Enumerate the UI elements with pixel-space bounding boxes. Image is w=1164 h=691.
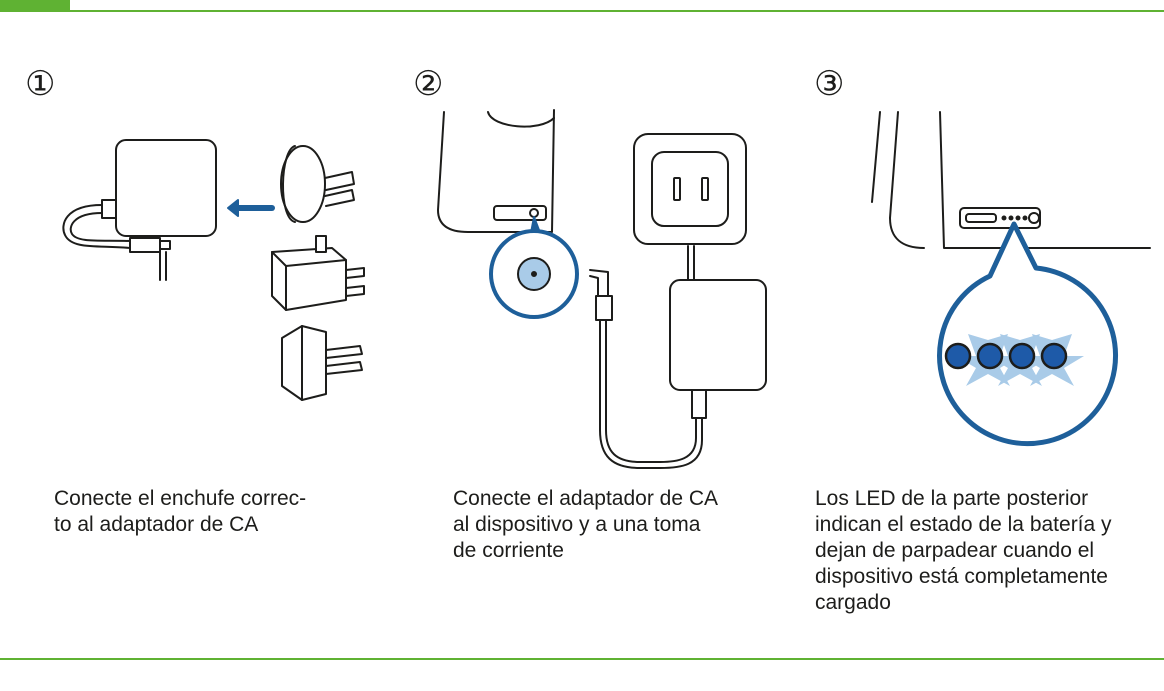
ac-adapter-icon xyxy=(669,279,767,391)
caption-line: dejan de parpadear cuando el xyxy=(815,539,1095,562)
caption-line: cargado xyxy=(815,591,891,614)
caption-line: Conecte el adaptador de CA xyxy=(453,487,719,510)
plug-adapter-icon xyxy=(281,325,363,401)
step-3-illustration xyxy=(871,111,1151,447)
caption-line: to al adaptador de CA xyxy=(54,513,259,536)
caption-line: Conecte el enchufe correc- xyxy=(54,487,307,510)
bottom-rule xyxy=(0,658,1164,660)
step-1-caption: Conecte el enchufe correc- to al adaptad… xyxy=(54,486,404,538)
wall-outlet-icon xyxy=(633,133,747,245)
led-indicator-icon xyxy=(944,334,1084,386)
caption-line: al dispositivo y a una toma xyxy=(453,513,701,536)
step-2-caption: Conecte el adaptador de CA al dispositiv… xyxy=(453,486,803,564)
plug-adapter-icon xyxy=(271,235,365,311)
caption-line: dispositivo está completamente xyxy=(815,565,1108,588)
caption-line: Los LED de la parte posterior xyxy=(815,487,1089,510)
step-2-number: ② xyxy=(413,64,444,104)
plug-adapter-icon xyxy=(280,145,355,223)
device-port-icon xyxy=(437,109,555,233)
caption-line: indican el estado de la batería y xyxy=(815,513,1112,536)
step-1-number: ① xyxy=(25,64,56,104)
step-2-illustration xyxy=(437,109,767,469)
step-1-illustration xyxy=(62,139,365,401)
step-3-number: ③ xyxy=(814,64,845,104)
step-3-caption: Los LED de la parte posterior indican el… xyxy=(815,486,1164,616)
ac-adapter-icon xyxy=(62,139,217,281)
top-corner-tab xyxy=(0,0,70,11)
caption-line: de corriente xyxy=(453,539,564,562)
top-rule xyxy=(0,10,1164,12)
led-zoom-highlight xyxy=(937,221,1119,447)
device-port-icon xyxy=(871,111,1151,249)
